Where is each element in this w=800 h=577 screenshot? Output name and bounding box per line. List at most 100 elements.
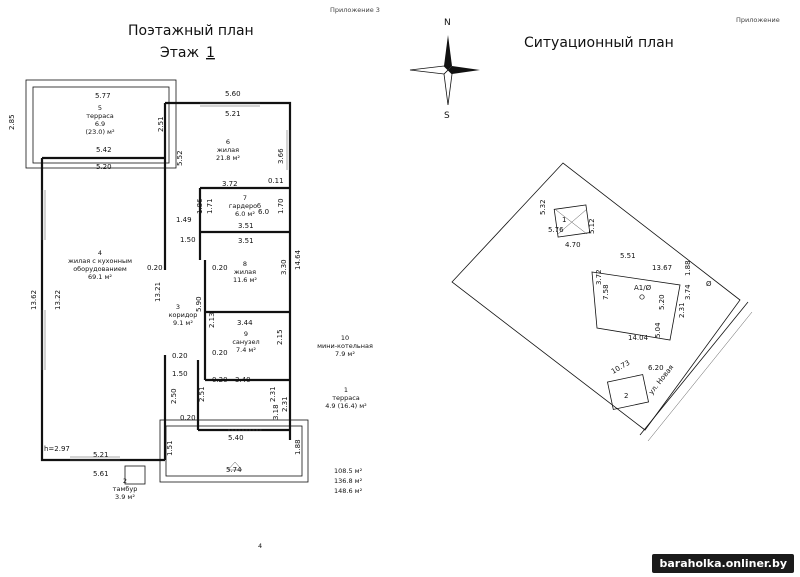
- site-dimension: 5.12: [588, 218, 596, 234]
- compass-n-label: N: [444, 18, 451, 28]
- room-4-area: 69.1 м²: [88, 273, 112, 281]
- dimension-label: 0.11: [268, 177, 284, 185]
- house-label: А1/Ø: [634, 284, 652, 292]
- room-9-area: 7.4 м²: [236, 346, 256, 354]
- terrace-5-inner: [32, 86, 170, 164]
- page-number: 4: [258, 542, 262, 550]
- dimension-label: 3.51: [238, 222, 254, 230]
- room-7-number: 7: [243, 194, 247, 202]
- dimension-label: 5.42: [96, 146, 112, 154]
- street-line: [647, 311, 753, 442]
- room-8-name: жилая: [234, 268, 256, 276]
- dimension-label: 1.49: [176, 216, 192, 224]
- vestibule-porch: [124, 465, 146, 485]
- room-2-name: тамбур: [113, 485, 138, 493]
- dimension-label: 2.13: [208, 312, 216, 328]
- dimension-label: 0.20: [212, 349, 228, 357]
- dimension-label: 5.40: [228, 434, 244, 442]
- dimension-label: 5.21: [93, 451, 109, 459]
- dimension-label: 5.77: [95, 92, 111, 100]
- dimension-label: 2.15: [276, 329, 284, 345]
- site-dimension: 13.67: [652, 264, 672, 272]
- dimension-label: 2.85: [8, 114, 16, 130]
- total-area-3: 148.6 м²: [334, 487, 363, 495]
- building-1-hatch: [555, 209, 588, 235]
- plot-boundary: [451, 162, 741, 431]
- compass-south-arrow: [443, 69, 453, 106]
- dimension-label: 13.62: [30, 290, 38, 310]
- terrace-1-outline: [159, 419, 309, 483]
- terrace-5-outline: [25, 79, 177, 169]
- main-house: [591, 271, 681, 341]
- room-5-number: 5: [98, 104, 102, 112]
- dimension-label: 1.86: [196, 198, 204, 214]
- room-5-area-alt: (23.0) м²: [85, 128, 115, 136]
- house-centre-marker: [639, 294, 645, 300]
- dimension-label: 3.66: [277, 148, 285, 164]
- room-9-name: санузел: [232, 338, 259, 346]
- dimension-label: 3.18: [272, 404, 280, 420]
- dimension-label: 3.44: [237, 319, 253, 327]
- site-dimension: 7.58: [602, 284, 610, 300]
- dimension-label: 5.21: [225, 110, 241, 118]
- site-dimension: 5.20: [658, 294, 666, 310]
- room-3-number: 3: [176, 303, 180, 311]
- right-corner-note: Приложение: [736, 16, 780, 24]
- terrace-1-inner: [165, 425, 303, 477]
- site-dimension: 4.70: [565, 241, 581, 249]
- dimension-label: 1.88: [294, 439, 302, 455]
- room-7-area: 6.0 м²: [235, 210, 255, 218]
- room-10-name: мини-котельная: [317, 342, 373, 350]
- dimension-label: 0.20: [147, 264, 163, 272]
- entrance-marker: [227, 461, 243, 471]
- room-1-number: 1: [344, 386, 348, 394]
- dimension-labels: 5.77 5.60 2.85 2.51 5.21 5.42 5.52 3.66 …: [8, 90, 302, 478]
- room-1-area: 4.9 (16.4) м²: [325, 402, 367, 410]
- building-2: [607, 374, 649, 410]
- dimension-label: 5.74: [226, 466, 242, 474]
- dimension-label: 2.51: [157, 116, 165, 132]
- site-dimension: 5.04: [654, 322, 662, 338]
- dimension-label: 3.40: [235, 376, 251, 384]
- building-1: [553, 204, 591, 238]
- site-dimension: 3.72: [595, 269, 603, 285]
- dimension-label: 0.20: [212, 264, 228, 272]
- left-corner-note: Приложение 3: [330, 6, 380, 14]
- dimension-label: 1.71: [206, 198, 214, 214]
- dimension-label: 3.51: [238, 237, 254, 245]
- room-6-number: 6: [226, 138, 230, 146]
- watermark: baraholka.onliner.by: [652, 554, 794, 573]
- room-2-number: 2: [123, 477, 127, 485]
- dimension-label: 5.52: [176, 150, 184, 166]
- site-dimension: 2.31: [678, 302, 686, 318]
- room-9-number: 9: [244, 330, 248, 338]
- site-plan-title: Ситуационный план: [524, 35, 674, 51]
- room-8-number: 8: [243, 260, 247, 268]
- compass-west-arrow: [409, 65, 449, 75]
- room-4-number: 4: [98, 249, 102, 257]
- room-4-name: жилая с кухонным: [68, 257, 132, 265]
- dimension-label: 5.60: [225, 90, 241, 98]
- street-line: [639, 301, 749, 436]
- dimension-label: 6.0: [258, 208, 269, 216]
- site-corner-mark: Ø: [706, 280, 712, 288]
- dimension-label: 2.31: [281, 396, 289, 412]
- building-2-label: 2: [624, 392, 628, 400]
- site-dimension: 6.20: [648, 364, 664, 372]
- dimension-label: 5.90: [195, 296, 203, 312]
- site-dimension: 5.51: [620, 252, 636, 260]
- room-labels: 5 терраса 6.9 (23.0) м² 6 жилая 21.8 м² …: [68, 104, 373, 501]
- building-1-label: 1: [562, 216, 566, 224]
- building-1-hatch: [557, 208, 588, 235]
- dimension-label: 2.51: [198, 386, 206, 402]
- site-dimension: 5.76: [548, 226, 564, 234]
- room-5-area: 6.9: [95, 120, 105, 128]
- site-dimension: 1.88: [684, 260, 692, 276]
- room-4-name-2: оборудованием: [73, 265, 127, 273]
- dimension-label: h=2.97: [44, 445, 70, 453]
- dimension-label: 5.20: [96, 163, 112, 171]
- site-dimension: 14.04: [628, 334, 649, 342]
- compass-east-arrow: [448, 66, 480, 74]
